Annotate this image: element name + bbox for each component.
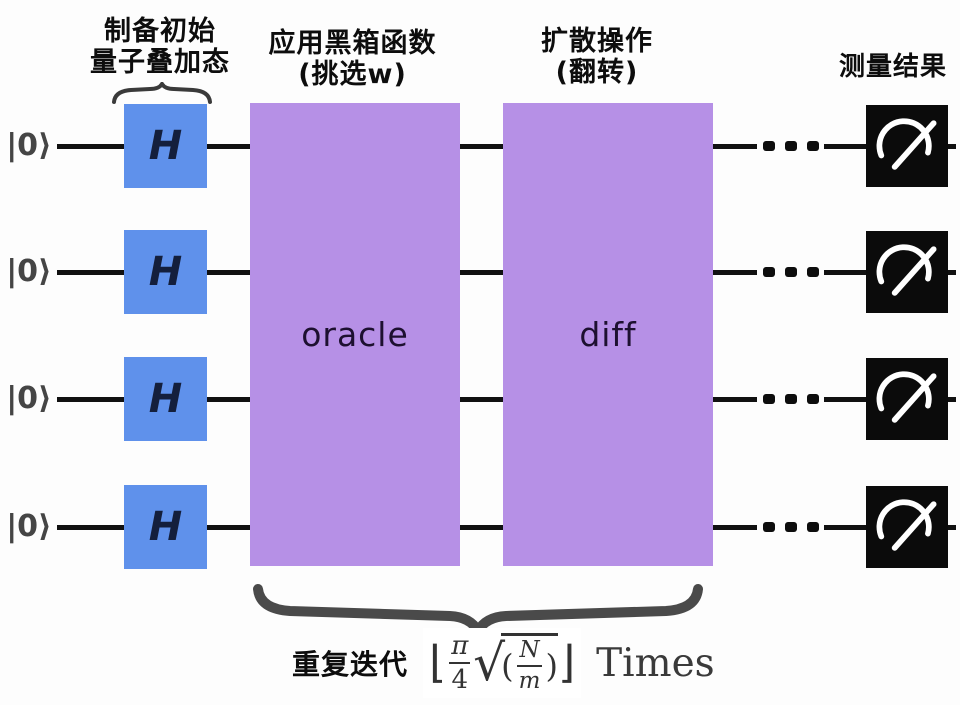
diffusion-box-label: diff (579, 315, 637, 354)
pi-over-4-fraction: π 4 (449, 631, 471, 695)
n-over-m-fraction: N m (516, 636, 543, 694)
square-root-symbol: √ (473, 634, 506, 692)
n-symbol: N (519, 636, 540, 663)
gauge-meter-icon (876, 118, 937, 170)
measurement-box-3 (866, 486, 948, 568)
fraction-bar (516, 664, 543, 667)
h-gate-3: H (124, 485, 207, 569)
qubit-ket-2: |0⟩ (6, 381, 52, 416)
label-apply-oracle: 应用黑箱函数 (挑选w) (255, 28, 450, 90)
label-prepare-superposition: 制备初始 量子叠加态 (70, 16, 250, 78)
qubit-ket-3: |0⟩ (6, 509, 52, 544)
label-diffusion-line1: 扩散操作 (541, 26, 653, 57)
label-diffusion-line2: (翻转) (555, 57, 639, 88)
qubit-ket-0: |0⟩ (6, 128, 52, 163)
oracle-box: oracle (250, 103, 460, 566)
h-gate-label: H (148, 504, 183, 550)
label-diffusion-op: 扩散操作 (翻转) (502, 26, 692, 88)
overbrace-icon (112, 82, 212, 104)
h-gate-label: H (148, 249, 183, 295)
gauge-meter-icon (876, 244, 937, 296)
close-paren: ) (545, 646, 558, 685)
four-digit: 4 (451, 665, 468, 695)
h-gate-2: H (124, 357, 207, 441)
measurement-box-2 (866, 358, 948, 440)
label-apply-oracle-line1: 应用黑箱函数 (268, 28, 437, 59)
label-prepare-line1: 制备初始 (104, 16, 216, 47)
h-gate-0: H (124, 104, 207, 188)
ellipsis-dots-icon (763, 267, 819, 277)
gauge-meter-icon (876, 371, 937, 423)
open-paren: ( (501, 646, 514, 685)
m-symbol: m (518, 667, 541, 694)
iteration-formula-row: 重复迭代 ⌊ π 4 √ ( N m ) ⌋ Times (292, 622, 715, 704)
repeat-iterate-label: 重复迭代 (292, 648, 409, 681)
ellipsis-dots-icon (763, 394, 819, 404)
radicand-group: ( N m ) (501, 632, 558, 694)
fraction-bar (449, 662, 471, 664)
label-apply-oracle-line2: (挑选w) (298, 59, 407, 90)
measurement-box-1 (866, 231, 948, 313)
measurement-box-0 (866, 105, 948, 187)
gauge-meter-icon (876, 499, 937, 551)
pi-symbol: π (451, 631, 469, 661)
ellipsis-dots-icon (763, 522, 819, 532)
h-gate-label: H (148, 123, 183, 169)
h-gate-label: H (148, 376, 183, 422)
ellipsis-dots-icon (763, 141, 819, 151)
label-measure-result: 测量结果 (838, 52, 947, 82)
iteration-count-formula: ⌊ π 4 √ ( N m ) ⌋ (423, 628, 582, 698)
times-label: Times (596, 640, 715, 686)
qubit-ket-1: |0⟩ (6, 254, 52, 289)
oracle-box-label: oracle (301, 315, 409, 354)
floor-left-bracket: ⌊ (429, 637, 447, 688)
floor-right-bracket: ⌋ (557, 637, 576, 688)
h-gate-1: H (124, 230, 207, 314)
label-prepare-line2: 量子叠加态 (90, 47, 230, 78)
diffusion-box: diff (503, 103, 713, 566)
